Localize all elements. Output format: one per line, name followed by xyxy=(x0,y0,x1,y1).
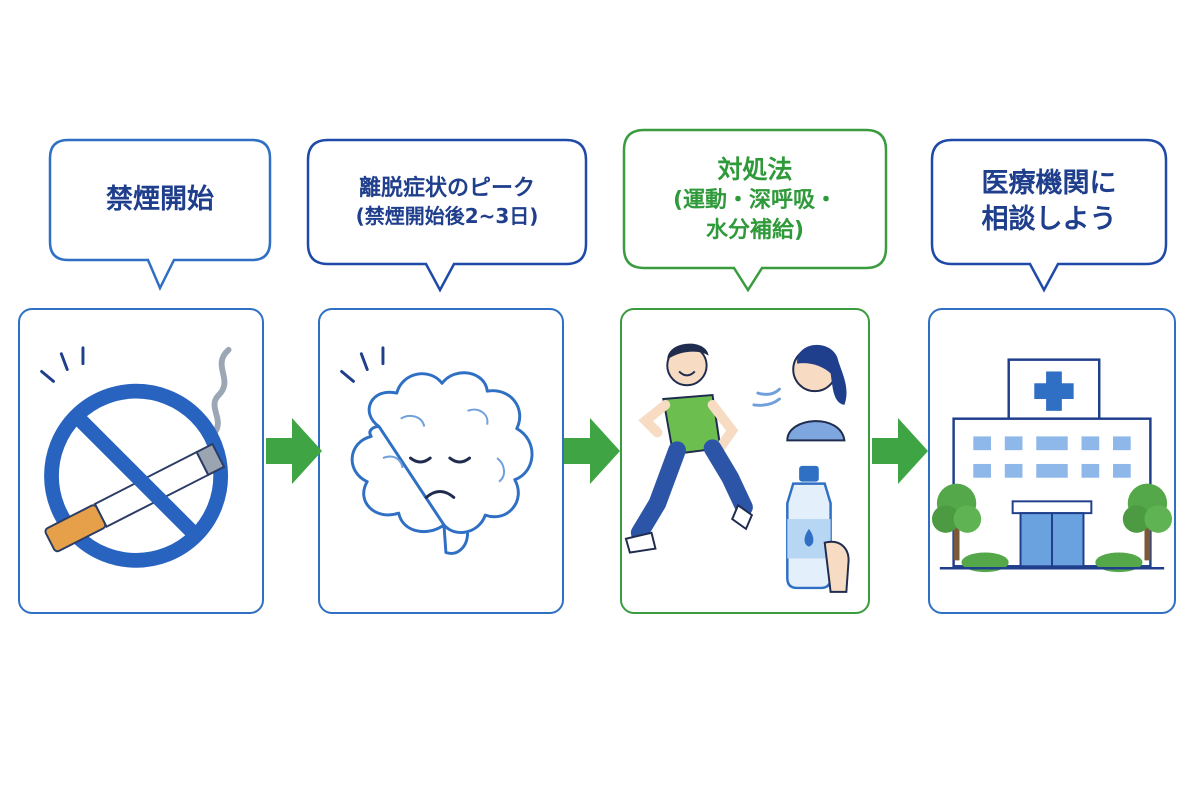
sad-brain-icon xyxy=(340,346,534,555)
step-1-bubble: 禁煙開始 xyxy=(48,138,272,292)
arrow-right-icon xyxy=(564,418,620,484)
step-2-panel xyxy=(318,308,564,614)
bubble-shape xyxy=(306,138,588,293)
arrow-right-icon xyxy=(872,418,928,484)
hospital-icon xyxy=(931,358,1173,573)
breathing-person xyxy=(752,344,847,442)
step-1-line-1: 禁煙開始 xyxy=(106,184,214,216)
step-4-bubble: 医療機関に 相談しよう xyxy=(930,138,1168,293)
step-1-panel xyxy=(18,308,264,614)
bubble-shape xyxy=(48,138,272,291)
step-4-panel xyxy=(928,308,1176,614)
step-4-line-2: 相談しよう xyxy=(981,204,1117,235)
step-2-line-1: 離脱症状のピーク xyxy=(358,176,535,202)
step-3-line-1: 対処法 xyxy=(717,155,793,185)
exercise-breathing-water-icon xyxy=(624,343,850,593)
water-bottle xyxy=(786,465,850,593)
step-2-label: 離脱症状のピーク (禁煙開始後2~3日) xyxy=(306,138,588,266)
step-2-line-2: (禁煙開始後2~3日) xyxy=(355,204,539,229)
tree-right xyxy=(1122,483,1173,561)
step-3-bubble: 対処法 (運動・深呼吸・ 水分補給) xyxy=(622,128,888,293)
runner-figure xyxy=(624,343,754,554)
step-3-label: 対処法 (運動・深呼吸・ 水分補給) xyxy=(622,128,888,270)
step-3-line-2: (運動・深呼吸・ xyxy=(672,188,838,214)
arrow-right-icon xyxy=(266,418,322,484)
bubble-shape xyxy=(622,128,888,293)
no-smoking-icon xyxy=(40,346,232,568)
step-3-line-3: 水分補給) xyxy=(705,217,805,243)
step-3-panel xyxy=(620,308,870,614)
bubble-shape xyxy=(930,138,1168,293)
tree-left xyxy=(931,483,982,561)
step-4-label: 医療機関に 相談しよう xyxy=(930,138,1168,266)
step-1-label: 禁煙開始 xyxy=(48,138,272,262)
step-4-line-1: 医療機関に xyxy=(981,168,1117,200)
step-2-bubble: 離脱症状のピーク (禁煙開始後2~3日) xyxy=(306,138,588,293)
